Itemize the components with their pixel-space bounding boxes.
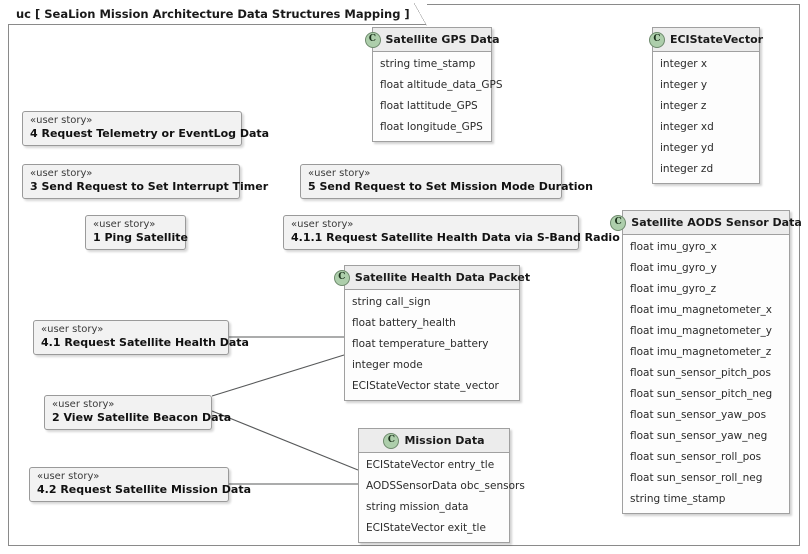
class-attribute: string mission_data [366, 501, 469, 513]
user-story-stereotype: «user story» [30, 115, 93, 126]
class-attribute: float imu_magnetometer_y [630, 325, 773, 337]
class-attribute: float sun_sensor_pitch_pos [630, 367, 771, 379]
user-story-2-view-beacon-data[interactable]: «user story» 2 View Satellite Beacon Dat… [44, 395, 232, 430]
class-header: C Satellite AODS Sensor Data [610, 211, 802, 235]
class-attribute: ECIStateVector state_vector [352, 380, 499, 392]
class-attribute: integer zd [660, 163, 714, 175]
class-attributes: float imu_gyro_x float imu_gyro_y float … [623, 235, 789, 513]
class-attribute: float imu_magnetometer_z [630, 346, 772, 358]
class-attribute: integer y [660, 79, 708, 91]
user-story-stereotype: «user story» [30, 168, 93, 179]
class-attribute: ECIStateVector exit_tle [366, 522, 486, 534]
user-story-stereotype: «user story» [41, 324, 104, 335]
user-story-stereotype: «user story» [52, 399, 115, 410]
class-attribute: integer xd [660, 121, 714, 133]
class-attribute: float temperature_battery [352, 338, 489, 350]
user-story-stereotype: «user story» [93, 219, 156, 230]
user-story-label: 2 View Satellite Beacon Data [52, 411, 232, 424]
class-attribute: float imu_gyro_z [630, 283, 717, 295]
user-story-label: 1 Ping Satellite [93, 231, 188, 244]
class-icon: C [333, 269, 350, 286]
class-attributes: string time_stamp float altitude_data_GP… [373, 52, 503, 141]
class-attribute: float sun_sensor_pitch_neg [630, 388, 773, 400]
class-attribute: string time_stamp [630, 493, 726, 505]
user-story-42-request-mission-data[interactable]: «user story» 4.2 Request Satellite Missi… [29, 467, 252, 502]
connector-story2-to-health [211, 354, 345, 397]
class-icon: C [610, 214, 627, 231]
user-story-stereotype: «user story» [308, 168, 371, 179]
user-story-label: 4.1 Request Satellite Health Data [41, 336, 249, 349]
class-attribute: float imu_gyro_y [630, 262, 717, 274]
user-story-label: 4.1.1 Request Satellite Health Data via … [291, 231, 620, 244]
class-icon: C [364, 31, 381, 48]
class-attribute: float imu_magnetometer_x [630, 304, 773, 316]
class-icon: C [383, 432, 400, 449]
user-story-3-interrupt-timer[interactable]: «user story» 3 Send Request to Set Inter… [22, 164, 269, 199]
class-attribute: integer mode [352, 359, 423, 371]
user-story-label: 4 Request Telemetry or EventLog Data [30, 127, 270, 140]
class-name: Mission Data [404, 434, 485, 447]
class-attribute: string time_stamp [380, 58, 476, 70]
user-story-411-health-data-sband[interactable]: «user story» 4.1.1 Request Satellite Hea… [283, 215, 620, 250]
user-story-label: 3 Send Request to Set Interrupt Timer [30, 180, 269, 193]
class-ecistatevector[interactable]: C ECIStateVector integer x integer y int… [648, 27, 763, 184]
diagram-title-text: uc [ SeaLion Mission Architecture Data S… [16, 7, 410, 21]
class-attribute: AODSSensorData obc_sensors [366, 480, 525, 492]
user-story-label: 4.2 Request Satellite Mission Data [37, 483, 252, 496]
class-satellite-gps-data[interactable]: C Satellite GPS Data string time_stamp f… [364, 27, 503, 142]
user-story-4-request-telemetry[interactable]: «user story» 4 Request Telemetry or Even… [22, 111, 270, 146]
class-attribute: string call_sign [352, 296, 431, 308]
class-satellite-health-data-packet[interactable]: C Satellite Health Data Packet string ca… [333, 265, 530, 401]
class-attribute: integer yd [660, 142, 714, 154]
class-header: C Mission Data [359, 429, 509, 453]
class-attribute: float imu_gyro_x [630, 241, 717, 253]
user-story-label: 5 Send Request to Set Mission Mode Durat… [308, 180, 593, 193]
class-attribute: integer z [660, 100, 707, 112]
class-name: Satellite AODS Sensor Data [631, 216, 802, 229]
class-attribute: integer x [660, 58, 708, 70]
class-attribute: float lattitude_GPS [380, 100, 478, 112]
user-story-stereotype: «user story» [291, 219, 354, 230]
class-mission-data[interactable]: C Mission Data ECIStateVector entry_tle … [358, 428, 525, 543]
class-attribute: float battery_health [352, 317, 456, 329]
user-story-41-request-health-data[interactable]: «user story» 4.1 Request Satellite Healt… [33, 320, 249, 355]
class-icon: C [648, 31, 665, 48]
class-attribute: ECIStateVector entry_tle [366, 459, 495, 471]
user-story-stereotype: «user story» [37, 471, 100, 482]
class-attribute: float sun_sensor_roll_neg [630, 472, 763, 484]
class-attributes: string call_sign float battery_health fl… [345, 290, 519, 400]
class-attribute: float sun_sensor_roll_pos [630, 451, 762, 463]
class-name: Satellite GPS Data [385, 33, 500, 46]
class-attributes: integer x integer y integer z integer xd… [653, 52, 759, 183]
class-name: Satellite Health Data Packet [354, 271, 531, 284]
class-header: C Satellite Health Data Packet [333, 266, 530, 290]
user-story-1-ping-satellite[interactable]: «user story» 1 Ping Satellite [85, 215, 188, 250]
class-attribute: float longitude_GPS [380, 121, 483, 133]
class-header: C Satellite GPS Data [364, 28, 500, 52]
class-attribute: float sun_sensor_yaw_pos [630, 409, 767, 421]
class-header: C ECIStateVector [648, 28, 763, 52]
class-attribute: float altitude_data_GPS [380, 79, 503, 91]
diagram-frame-title: uc [ SeaLion Mission Architecture Data S… [8, 3, 427, 26]
class-name: ECIStateVector [669, 33, 764, 46]
class-attribute: float sun_sensor_yaw_neg [630, 430, 768, 442]
connector-story2-to-mission [211, 410, 359, 471]
class-attributes: ECIStateVector entry_tle AODSSensorData … [359, 453, 525, 542]
class-satellite-aods-sensor-data[interactable]: C Satellite AODS Sensor Data float imu_g… [610, 210, 802, 514]
user-story-5-mission-mode-duration[interactable]: «user story» 5 Send Request to Set Missi… [300, 164, 593, 199]
